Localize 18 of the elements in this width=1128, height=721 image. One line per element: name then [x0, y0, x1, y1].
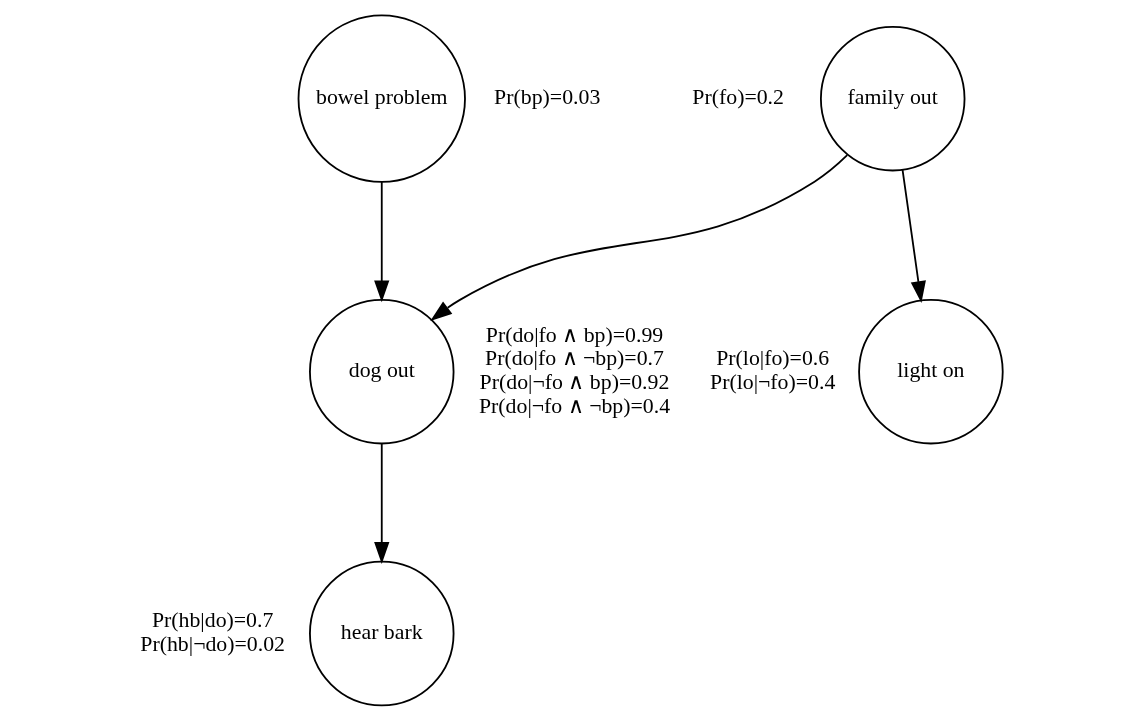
node-circle: light on — [857, 298, 1004, 445]
node-label: Pr(do|fo ∧ ¬bp)=0.7 — [484, 346, 664, 371]
arrow — [373, 181, 389, 303]
node-label: Pr(do|¬fo ∧ ¬bp)=0.4 — [478, 393, 670, 418]
arrow — [429, 154, 848, 321]
arrow — [373, 443, 389, 564]
node-label: Pr(lo|fo)=0.6 — [715, 346, 829, 371]
node-label: Pr(lo|¬fo)=0.4 — [709, 370, 835, 395]
node-label: Pr(hb|do)=0.7 — [151, 608, 273, 633]
node-label: Pr(do|fo ∧ bp)=0.99 — [485, 322, 663, 347]
node-label: Pr(hb|¬do)=0.02 — [139, 631, 285, 656]
node-circle: hear bark — [308, 560, 454, 707]
node-label: Pr(fo)=0.2 — [691, 85, 784, 110]
arrow — [901, 168, 926, 303]
node-circle: bowel problem — [297, 14, 466, 183]
node-label: Pr(bp)=0.03 — [493, 85, 600, 110]
node-circle: family out — [819, 25, 965, 172]
node-label: Pr(do|¬fo ∧ bp)=0.92 — [479, 370, 669, 395]
